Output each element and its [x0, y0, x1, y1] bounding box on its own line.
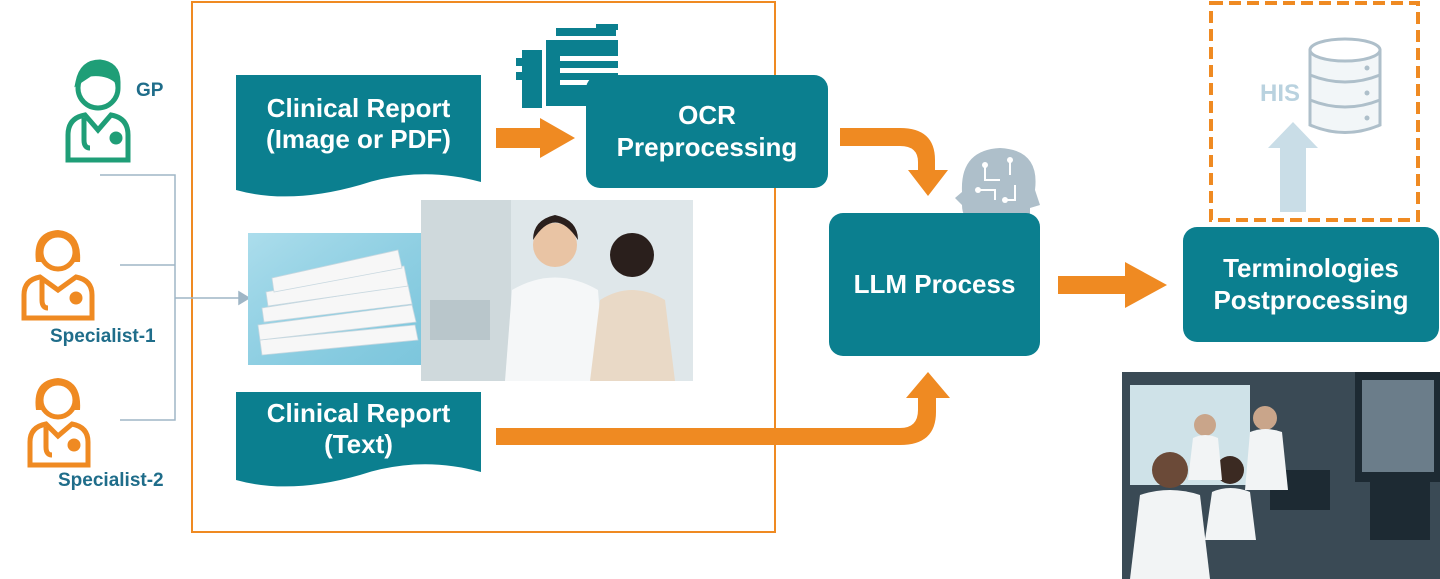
input-frame [191, 1, 776, 533]
arrow-icon [496, 372, 950, 445]
specialist-1-label: Specialist-1 [50, 326, 156, 347]
clinical-report-image-label: Clinical Report (Image or PDF) [236, 93, 481, 155]
clinical-report-image-document [236, 75, 481, 197]
box-label: LLM Process [853, 268, 1016, 299]
doctor-consultation-photo [421, 200, 693, 381]
ocr-preprocessing-box: OCR Preprocessing [586, 75, 828, 188]
actor-connectors [100, 174, 251, 421]
gp-label: GP [136, 80, 164, 101]
specialist-2-label: Specialist-2 [58, 470, 164, 491]
his-frame [1209, 1, 1420, 222]
arrow-icon [1058, 262, 1167, 308]
arrow-icon [840, 128, 948, 196]
doc-line-2: (Image or PDF) [266, 124, 451, 155]
terminologies-postprocessing-box: Terminologies Postprocessing [1183, 227, 1439, 342]
up-arrow-icon [1268, 122, 1318, 212]
arrow-icon [496, 118, 575, 158]
gp-doctor-icon [65, 59, 131, 163]
box-line-1: Terminologies [1223, 253, 1399, 284]
database-icon [1308, 37, 1382, 134]
specialist-1-doctor-icon [21, 230, 95, 321]
clinical-report-text-document [236, 392, 481, 487]
box-line-2: Postprocessing [1213, 284, 1409, 315]
llm-process-box: LLM Process [829, 213, 1040, 356]
specialist-2-doctor-icon [27, 378, 91, 468]
flow-arrows [496, 118, 1167, 445]
doc-line-1: Clinical Report [266, 398, 451, 428]
box-line-1: OCR [678, 100, 736, 131]
box-line-2: Preprocessing [616, 131, 798, 162]
his-label: HIS [1259, 80, 1300, 107]
control-room-photo [1122, 372, 1440, 579]
paper-stack-photo [248, 233, 432, 365]
doc-line-2: (Text) [324, 429, 393, 460]
clinical-report-text-label: Clinical Report (Text) [236, 398, 481, 460]
doc-line-1: Clinical Report [266, 93, 451, 123]
